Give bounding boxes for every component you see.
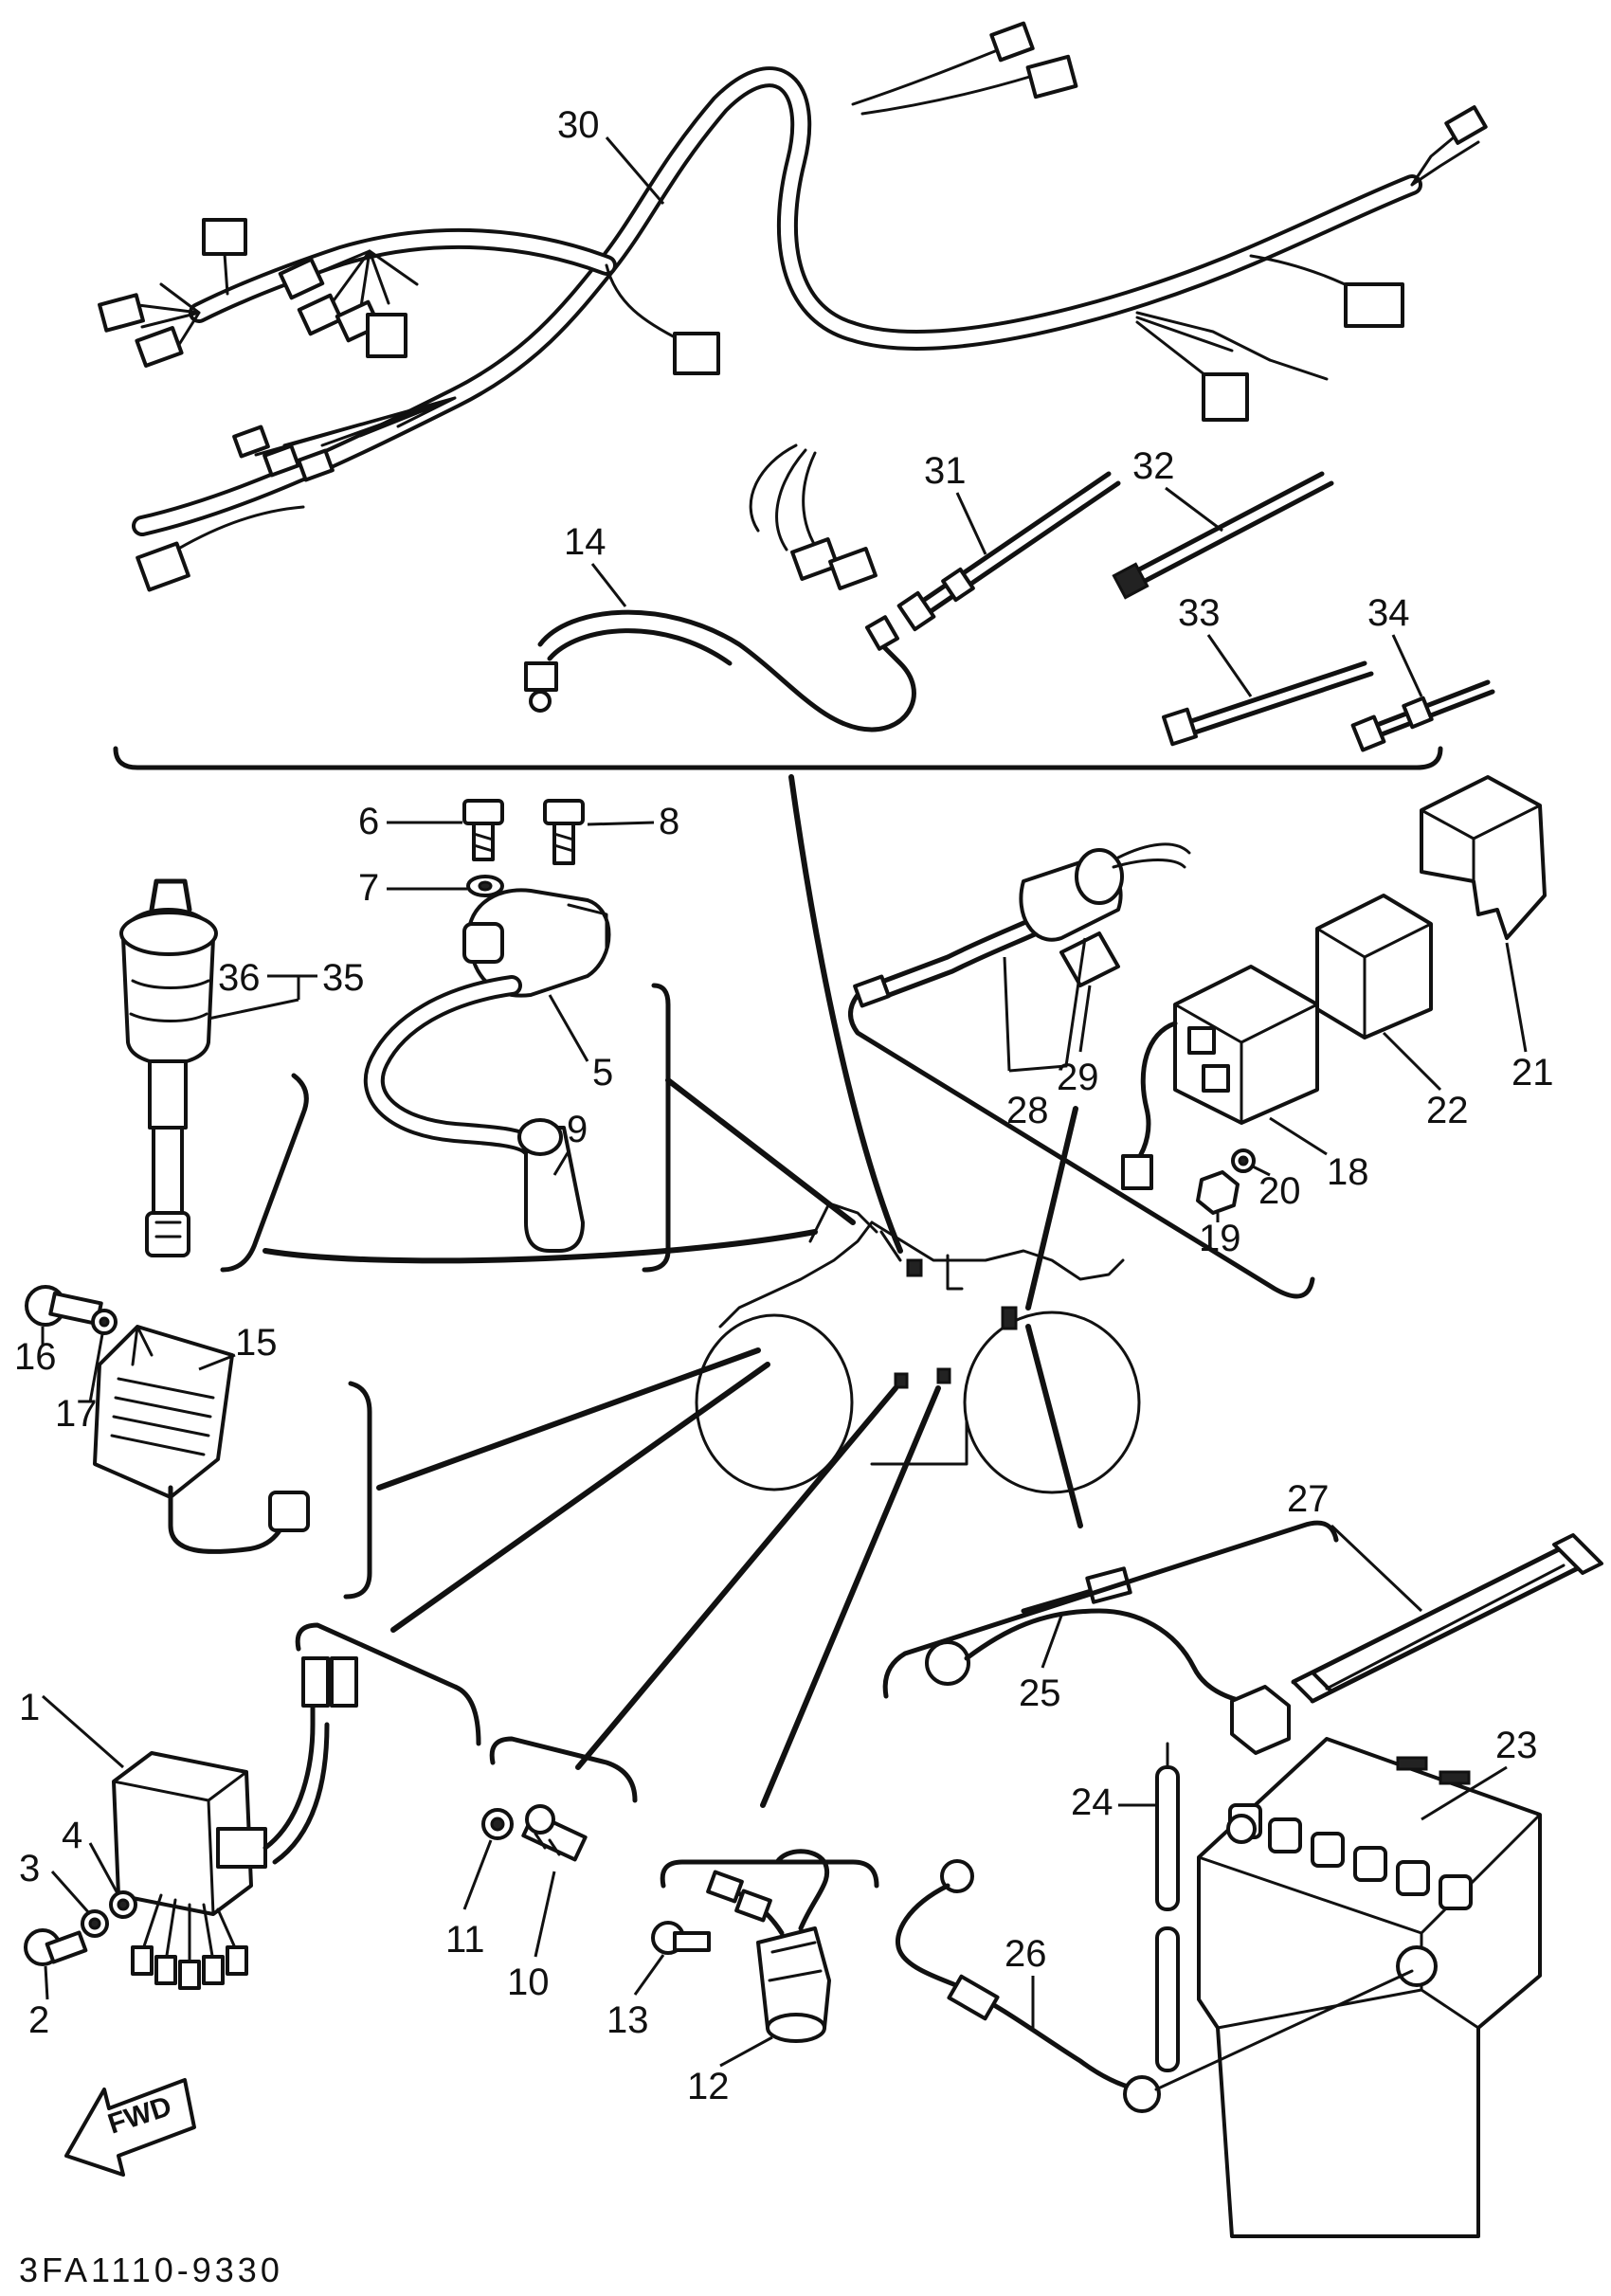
fuse-29[interactable] [1059,931,1120,987]
callout-11: 11 [445,1919,485,1961]
callout-4: 4 [62,1815,82,1856]
lead-14[interactable] [524,609,916,732]
leader-lines [262,774,1083,1808]
battery-23[interactable] [1197,1737,1542,2238]
bracket-unit12-group [660,1859,879,1889]
plug-cap-9[interactable] [363,975,585,1253]
callout-14: 14 [564,521,606,563]
main-switch-35[interactable] [119,878,218,1257]
battery-lead-26[interactable] [895,1859,1414,2113]
bracket-coil-group [642,983,671,1273]
callout-8: 8 [659,801,679,842]
callout-7: 7 [358,867,379,909]
callout-29: 29 [1057,1057,1099,1098]
callout-21: 21 [1511,1052,1554,1094]
cable-tie-33[interactable] [1162,660,1374,747]
cdi-unit-1[interactable] [112,1656,358,1990]
bolt-6[interactable] [462,799,504,861]
bracket-switch-group [220,1073,309,1273]
bracket-regulator-group [343,1381,372,1600]
callout-1: 1 [19,1687,40,1728]
cover-21[interactable] [1420,775,1547,940]
callout-27: 27 [1287,1478,1330,1520]
nut-19[interactable] [1196,1170,1240,1215]
switch-10[interactable] [521,1804,588,1862]
bracket-switch10-group [489,1736,638,1803]
callout-35: 35 [322,957,365,999]
callout-28: 28 [1006,1090,1049,1131]
callout-labels: 30 31 32 14 33 34 6 7 8 36 35 5 9 29 28 … [14,104,1554,2107]
callout-36: 36 [218,957,261,999]
callout-10: 10 [507,1962,550,2003]
bolt-13[interactable] [651,1921,711,1955]
breather-pipe-24[interactable] [1155,1742,1180,2072]
cable-tie-31[interactable] [896,471,1121,632]
callout-31: 31 [924,450,967,492]
band-32[interactable] [1112,471,1334,600]
bolt-16[interactable] [25,1285,103,1327]
starter-relay-18[interactable] [1121,965,1319,1190]
battery-lead-25[interactable] [925,1566,1291,1755]
rectifier-regulator-15[interactable] [93,1325,310,1554]
callout-16: 16 [14,1336,57,1378]
callout-6: 6 [358,801,379,842]
washer-3[interactable] [81,1909,109,1938]
bracket-top-group [113,746,1443,770]
callout-30: 30 [557,104,600,146]
relay-22[interactable] [1315,894,1433,1040]
callout-26: 26 [1005,1933,1047,1975]
bracket-lead25-group [882,1520,1339,1699]
battery-band-27[interactable] [1291,1533,1603,1704]
callout-22: 22 [1426,1090,1469,1131]
callout-2: 2 [28,1999,49,2041]
unit-12[interactable] [706,1849,831,2043]
washer-17[interactable] [91,1309,118,1335]
bolt-8[interactable] [543,799,585,865]
callout-12: 12 [687,2066,730,2107]
part-code-label: 3FA1110-9330 [19,2251,283,2289]
callout-15: 15 [235,1322,278,1364]
cable-tie-34[interactable] [1350,679,1495,752]
callout-20: 20 [1258,1170,1301,1212]
callout-5: 5 [592,1052,613,1094]
callout-33: 33 [1178,592,1221,634]
callout-13: 13 [606,1999,649,2041]
collar-4[interactable] [109,1890,137,1919]
fuse-holder-28[interactable] [853,842,1191,1008]
vehicle-silhouette [695,1202,1141,1494]
callout-9: 9 [567,1109,588,1150]
nut-11[interactable] [481,1808,514,1840]
callout-24: 24 [1071,1781,1113,1823]
ignition-coil-5[interactable] [462,888,611,998]
bracket-cdi-group [295,1622,481,1746]
wire-harness-30[interactable] [98,21,1488,592]
callout-32: 32 [1132,445,1175,487]
bracket-relay-group [848,992,1315,1299]
callout-23: 23 [1495,1725,1538,1766]
forward-direction-arrow: FWD [64,2078,196,2177]
harness-connector [202,218,247,256]
bolt-2[interactable] [24,1928,88,1966]
washer-7[interactable] [466,875,504,897]
callout-25: 25 [1019,1672,1061,1714]
callout-19: 19 [1199,1218,1241,1259]
callout-3: 3 [19,1848,40,1889]
washer-20[interactable] [1231,1148,1256,1173]
callout-34: 34 [1367,592,1410,634]
callout-18: 18 [1327,1151,1369,1193]
